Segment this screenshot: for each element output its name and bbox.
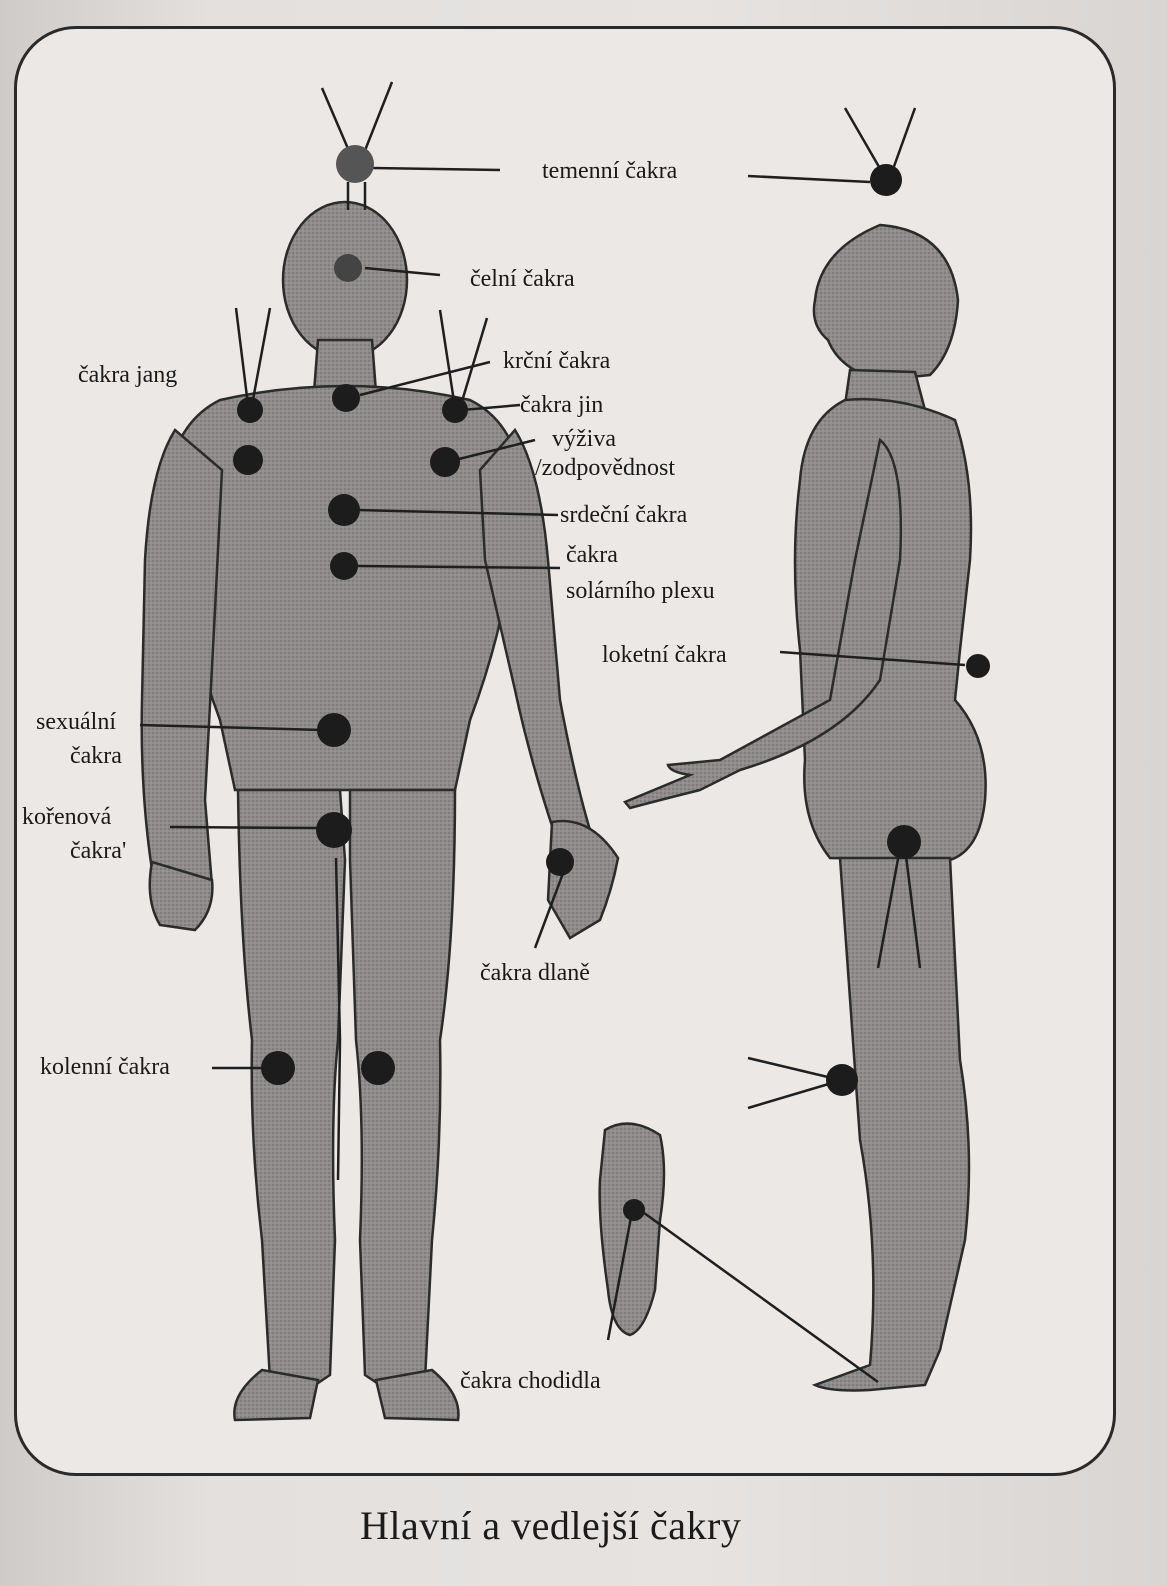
- label-palm: čakra dlaně: [480, 958, 590, 988]
- front-figure: [142, 202, 618, 1420]
- side-root-dot: [887, 825, 921, 859]
- side-figure: [625, 225, 986, 1390]
- brow-dot: [334, 254, 362, 282]
- heart-dot: [328, 494, 360, 526]
- label-solar-2: solárního plexu: [566, 576, 715, 606]
- yin-dot: [442, 397, 468, 423]
- label-sole: čakra chodidla: [460, 1366, 601, 1396]
- elbow-dot: [966, 654, 990, 678]
- label-knee: kolenní čakra: [40, 1052, 170, 1082]
- sexual-dot: [317, 713, 351, 747]
- nutrition-dot-left: [233, 445, 263, 475]
- label-heart: srdeční čakra: [560, 500, 687, 530]
- knee-dot-side: [826, 1064, 858, 1096]
- label-yang: čakra jang: [78, 360, 177, 390]
- knee-dot-left: [261, 1051, 295, 1085]
- crown-dot-side: [870, 164, 902, 196]
- crown-dot-front: [336, 145, 374, 183]
- knee-dot-right: [361, 1051, 395, 1085]
- label-sexual-2: čakra: [70, 741, 122, 771]
- sole-dot: [623, 1199, 645, 1221]
- figure-caption: Hlavní a vedlejší čakry: [360, 1502, 741, 1549]
- label-throat: krční čakra: [503, 346, 610, 376]
- solar-dot: [330, 552, 358, 580]
- label-elbow: loketní čakra: [602, 640, 727, 670]
- label-sexual-1: sexuální: [36, 707, 116, 737]
- throat-dot: [332, 384, 360, 412]
- label-root-1: kořenová: [22, 802, 111, 832]
- label-root-2: čakra': [70, 836, 126, 866]
- root-dot: [316, 812, 352, 848]
- label-nutrition-1: výživa: [552, 424, 616, 454]
- nutrition-dot-right: [430, 447, 460, 477]
- sole-figure: [600, 1124, 664, 1335]
- label-solar-1: čakra: [566, 540, 618, 570]
- label-yin: čakra jin: [520, 390, 603, 420]
- label-brow: čelní čakra: [470, 264, 575, 294]
- label-nutrition-2: /zodpovědnost: [535, 453, 675, 483]
- palm-dot: [546, 848, 574, 876]
- label-crown: temenní čakra: [542, 156, 677, 186]
- yang-dot: [237, 397, 263, 423]
